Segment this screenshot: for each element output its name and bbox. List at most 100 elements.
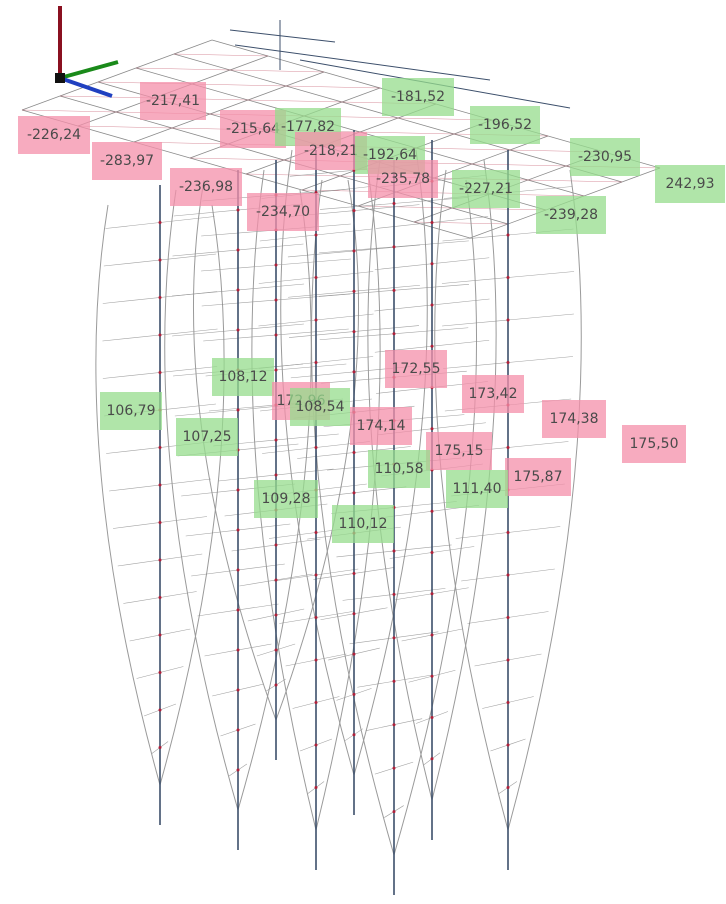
node: [314, 361, 318, 364]
node: [158, 633, 162, 637]
value-label: 175,15: [426, 432, 492, 470]
node: [236, 208, 240, 212]
roof-beam: [234, 44, 491, 81]
node: [506, 786, 510, 789]
slab-brace-line: [229, 69, 325, 73]
axis-origin: [55, 73, 65, 83]
node: [236, 488, 240, 492]
node: [158, 483, 162, 487]
node: [158, 258, 162, 262]
value-label: 175,87: [505, 458, 571, 496]
value-label: -234,70: [247, 193, 319, 231]
arch-curve: [95, 204, 161, 786]
node: [314, 233, 318, 237]
node: [430, 592, 434, 596]
node: [236, 528, 240, 532]
arch-curve: [310, 179, 395, 856]
node: [274, 333, 278, 337]
node: [392, 332, 396, 336]
node: [392, 592, 396, 596]
slab-grid-line: [21, 39, 213, 111]
value-label: -230,95: [570, 138, 640, 176]
node: [158, 558, 162, 562]
node: [158, 371, 162, 374]
slab-brace-line: [245, 173, 341, 177]
node: [158, 446, 162, 449]
node: [236, 768, 240, 772]
node: [430, 262, 434, 266]
slab-brace-line: [191, 83, 287, 87]
slab-brace-line: [21, 109, 117, 113]
node: [236, 568, 240, 572]
slab-grid-line: [133, 71, 325, 143]
node: [392, 201, 396, 205]
arch-curve: [237, 189, 312, 811]
node: [274, 473, 278, 477]
node: [314, 446, 318, 449]
node: [430, 674, 434, 678]
value-label: -227,21: [452, 170, 520, 208]
node: [236, 248, 240, 252]
node: [236, 728, 240, 732]
node: [506, 276, 510, 279]
slab-brace-line: [527, 179, 623, 183]
node: [158, 221, 162, 224]
node: [506, 658, 510, 662]
value-label: -235,78: [368, 160, 438, 198]
node: [352, 571, 356, 575]
node: [430, 509, 434, 513]
value-label: 174,38: [542, 400, 606, 438]
node: [314, 743, 318, 747]
node: [506, 233, 510, 237]
node: [314, 616, 318, 619]
node: [392, 636, 396, 640]
node: [236, 608, 240, 612]
value-label: 172,55: [385, 350, 447, 388]
node: [314, 318, 318, 322]
axis-triad-icon: [55, 6, 119, 98]
node: [158, 671, 162, 674]
value-label: 175,50: [622, 425, 686, 463]
arch-curve: [164, 189, 239, 811]
arch-curve: [251, 169, 317, 831]
slab-brace-line: [135, 67, 231, 71]
node: [314, 531, 318, 534]
node: [274, 438, 278, 442]
value-label: -226,24: [18, 116, 90, 154]
node: [158, 746, 162, 749]
node: [392, 723, 396, 727]
slab-brace-line: [413, 221, 509, 225]
value-label: -236,98: [170, 168, 242, 206]
value-label: -181,52: [382, 78, 454, 116]
slab-brace-line: [189, 157, 285, 161]
node: [392, 549, 396, 553]
value-label: 109,28: [254, 480, 318, 518]
node: [236, 408, 240, 412]
node: [506, 446, 510, 449]
axis-x-line: [59, 76, 113, 98]
value-label: -217,41: [140, 82, 206, 120]
node: [352, 733, 356, 737]
value-label: 110,58: [368, 450, 430, 488]
node: [506, 318, 510, 322]
slab-brace-line: [247, 99, 343, 103]
node: [430, 427, 434, 431]
node: [274, 543, 278, 547]
node: [352, 370, 356, 374]
node: [274, 298, 278, 302]
node: [430, 303, 434, 307]
node: [352, 330, 356, 334]
node: [392, 679, 396, 683]
node: [352, 209, 356, 213]
node: [274, 263, 278, 267]
node: [506, 616, 510, 619]
node: [236, 288, 240, 292]
slab-brace-line: [357, 205, 453, 209]
node: [506, 573, 510, 577]
node: [506, 701, 510, 704]
node: [158, 708, 162, 712]
value-label: 111,40: [446, 470, 508, 508]
value-label: -239,28: [536, 196, 606, 234]
node: [314, 658, 318, 662]
node: [352, 491, 356, 495]
